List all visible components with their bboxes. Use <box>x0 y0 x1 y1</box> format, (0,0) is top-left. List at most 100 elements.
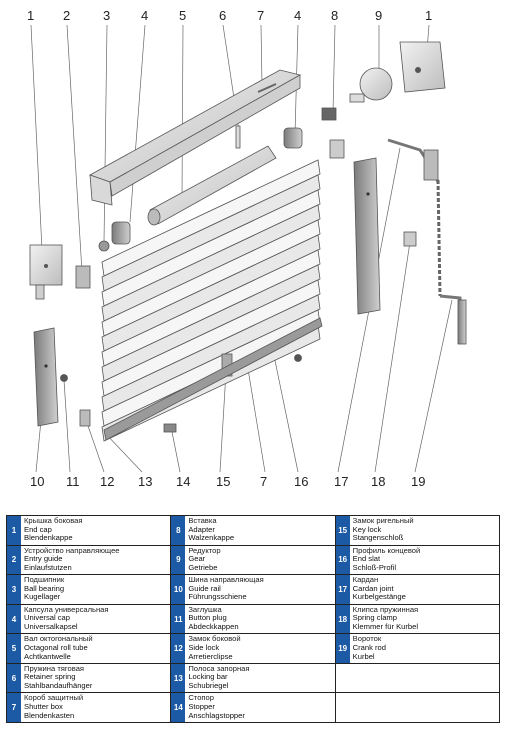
legend-label-en: Octagonal roll tube <box>24 642 88 652</box>
stopper <box>163 423 177 433</box>
shutter-slat <box>101 294 321 412</box>
end-slat <box>103 317 323 441</box>
callout-bottom-14: 14 <box>176 474 190 489</box>
shutter-slat <box>101 279 321 397</box>
legend-label-de: Führungsschiene <box>188 592 247 602</box>
shutter-slat <box>101 219 321 337</box>
legend-label-ru: Стопор <box>188 693 214 703</box>
callout-top-4: 4 <box>141 8 148 23</box>
legend-label-en: Key lock <box>352 524 382 534</box>
callout-bottom-15: 15 <box>216 474 230 489</box>
legend-label-en: Guide rail <box>188 583 221 593</box>
legend-label-de: Schubriegel <box>188 681 229 691</box>
legend-label-en: Spring clamp <box>352 613 397 623</box>
legend-label-ru: Вал октогональный <box>24 634 93 644</box>
universal-cap-right <box>283 127 303 149</box>
legend-number-badge: 7 <box>7 693 21 723</box>
legend-label-en: Retainer spring <box>24 672 76 682</box>
legend-label-ru: Пружина тяговая <box>24 663 85 673</box>
legend-number-badge <box>336 693 350 722</box>
guide-rail-left <box>33 327 59 427</box>
shutter-slat <box>101 234 321 352</box>
legend-number-badge: 4 <box>7 604 21 634</box>
shutter-slat <box>101 189 321 307</box>
legend-label-de: Anschlagstopper <box>188 710 245 720</box>
end-cap-left <box>29 244 63 300</box>
callout-top-2: 2 <box>63 8 70 23</box>
legend-label-ru: Устройство направляющее <box>24 545 120 555</box>
legend-label-ru: Вороток <box>352 634 382 644</box>
legend-label-en: Stopper <box>188 702 215 712</box>
legend-label-en: End slat <box>352 554 381 564</box>
callout-bottom-11: 11 <box>66 474 80 489</box>
callout-bottom-18: 18 <box>371 474 385 489</box>
callout-top-1b: 1 <box>425 8 432 23</box>
legend-label-de: Abdeckkappen <box>188 621 239 631</box>
legend-number-badge: 15 <box>335 516 350 545</box>
shutter-slat <box>101 174 321 292</box>
legend-label-de: Kurbel <box>352 651 375 661</box>
legend-number-badge: 12 <box>171 634 186 663</box>
diagram-canvas: 1 2 3 4 5 6 7 4 8 9 1 10 11 12 13 14 15 … <box>27 8 467 489</box>
shutter-slat <box>101 249 321 367</box>
legend-label-ru: Клипса пружинная <box>352 604 419 614</box>
legend-label-de: Achtkantwelle <box>24 651 71 661</box>
side-lock-top <box>329 139 345 159</box>
legend-label-de: Kurbelgestänge <box>352 592 406 602</box>
callout-top-6: 6 <box>219 8 226 23</box>
legend-text <box>350 693 356 722</box>
legend-label-en: Ball bearing <box>24 583 65 593</box>
legend-label-de: Universalkapsel <box>24 621 78 631</box>
legend-label-ru: Подшипник <box>24 575 65 585</box>
shutter-slat <box>101 159 321 277</box>
crank-assembly <box>387 138 467 345</box>
gear <box>349 67 393 103</box>
legend-label-ru: Короб защитный <box>24 693 84 703</box>
legend-label-de: Stangenschloß <box>352 533 404 543</box>
callout-bottom-13: 13 <box>138 474 152 489</box>
octagonal-roll-tube <box>147 125 277 226</box>
legend-number-badge: 11 <box>171 604 186 634</box>
legend-number-badge: 13 <box>171 663 186 693</box>
shutter-slat <box>101 264 321 382</box>
legend-label-ru: Кардан <box>352 575 379 585</box>
legend-number-badge: 16 <box>335 545 350 575</box>
callout-bottom-10: 10 <box>30 474 44 489</box>
end-cap-right <box>399 41 446 93</box>
legend-label-ru: Профиль концевой <box>352 545 421 555</box>
callout-bottom-17: 17 <box>334 474 348 489</box>
legend-number-badge: 1 <box>7 516 21 545</box>
legend-number-badge: 19 <box>335 634 350 663</box>
legend-row <box>335 692 499 722</box>
legend-number-badge: 8 <box>171 516 186 545</box>
button-plug-right <box>294 354 302 362</box>
legend-label-de: Klemmer für Kurbel <box>352 621 419 631</box>
legend-number-badge: 5 <box>7 634 21 663</box>
legend-number-badge: 2 <box>7 545 21 575</box>
legend-label-en: Button plug <box>188 613 227 623</box>
legend-label-de: Stahlbandaufhänger <box>24 681 93 691</box>
legend-number-badge: 6 <box>7 663 21 693</box>
